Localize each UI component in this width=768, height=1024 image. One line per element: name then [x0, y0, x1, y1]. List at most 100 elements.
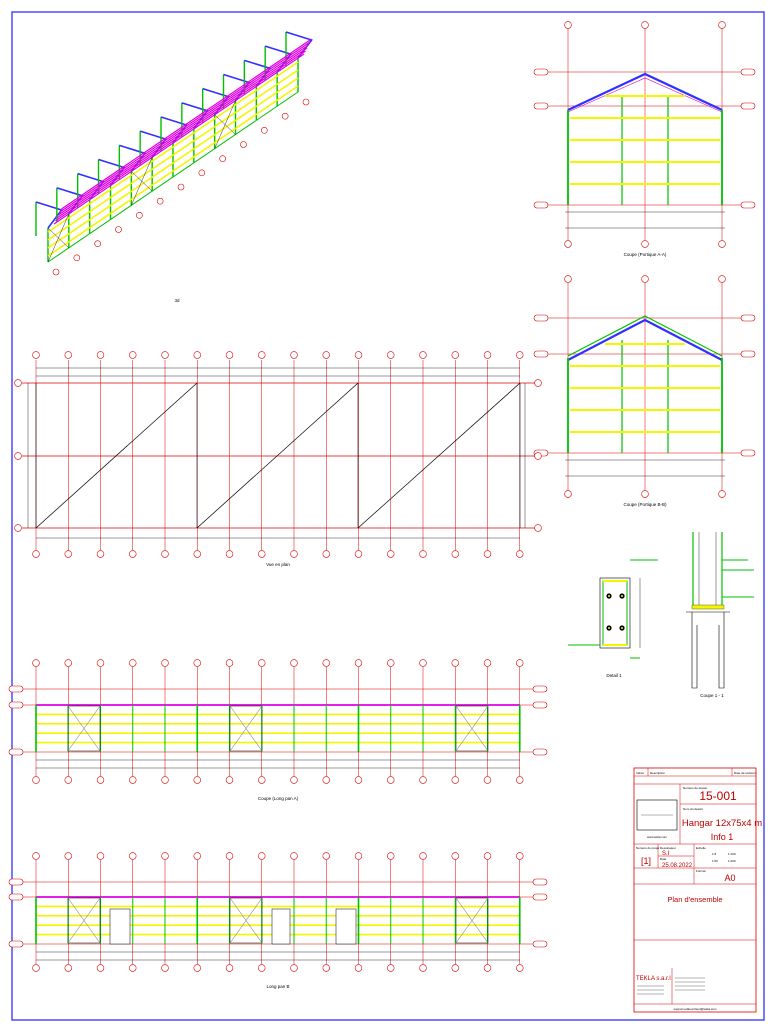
- grid-bubble: [564, 490, 572, 498]
- grid-bubble: [129, 776, 137, 784]
- tb-label-nom: Nom du dessin: [683, 807, 703, 811]
- tb-scale-4: 1:200: [728, 859, 736, 863]
- grid-bubble: [96, 550, 105, 558]
- grid-bubble: [198, 169, 206, 177]
- elev-opening: [271, 908, 291, 945]
- grid-bubble: [290, 659, 298, 667]
- iso-rafter: [139, 130, 168, 158]
- grid-bubble: [354, 351, 363, 359]
- section-a-caption: Coupe (Portique A-A): [624, 252, 667, 257]
- grid-bubble: [516, 964, 524, 972]
- grid-bubble: [419, 852, 427, 860]
- grid-bubble: [641, 21, 649, 29]
- iso-rail: [47, 61, 299, 233]
- grid-bubble: [483, 659, 492, 667]
- level-tag: [8, 878, 24, 886]
- iso-brace: [47, 213, 70, 263]
- level-tag: [532, 748, 548, 756]
- grid-bubble: [219, 155, 226, 162]
- grid-bubble: [258, 351, 266, 359]
- level-tag: [533, 201, 549, 209]
- iso-rail: [47, 77, 299, 249]
- grid-bubble: [534, 379, 542, 387]
- iso-view: 3d: [35, 31, 313, 303]
- tb-label-format: Format: [696, 869, 706, 873]
- grid-bubble: [516, 852, 524, 860]
- plan-view-caption: Vue en plan: [266, 562, 290, 567]
- level-tag: [532, 893, 548, 901]
- grid-bubble: [193, 659, 201, 667]
- grid-bubble: [419, 351, 427, 359]
- grid-bubble: [322, 659, 330, 667]
- grid-bubble: [258, 964, 266, 972]
- grid-bubble: [225, 550, 234, 558]
- tb-col-description: Description: [650, 771, 665, 775]
- grid-bubble: [718, 240, 726, 248]
- tb-date: 25.08.2022: [662, 863, 693, 869]
- iso-purlin: [59, 41, 311, 213]
- tb-format: A0: [724, 873, 735, 883]
- level-tag: [740, 314, 756, 322]
- level-tag: [8, 701, 24, 709]
- grid-bubble: [225, 964, 234, 972]
- grid-bubble: [240, 141, 247, 148]
- grid-bubble: [32, 550, 40, 558]
- grid-bubble: [193, 852, 201, 860]
- grid-bubble: [564, 275, 572, 283]
- grid-bubble: [258, 550, 266, 558]
- iso-rafter: [56, 187, 84, 215]
- grid-bubble: [564, 21, 572, 29]
- elevation-b-view: Long pan B: [8, 852, 548, 989]
- detail-2-caption: Coupe 1 - 1: [700, 693, 724, 698]
- grid-bubble: [136, 212, 143, 219]
- grid-bubble: [290, 351, 298, 359]
- grid-bubble: [258, 776, 266, 784]
- level-tag: [532, 940, 548, 948]
- grid-bubble: [129, 659, 137, 667]
- tb-label-project: Numéro du projet: [636, 846, 659, 850]
- tb-company: TEKLA s.a.r.l: [636, 976, 671, 982]
- iso-rafter: [35, 201, 63, 229]
- section-b-caption: Coupe (Portique B-B): [623, 502, 667, 507]
- iso-view-caption: 3d: [174, 298, 180, 303]
- grid-bubble: [32, 776, 40, 784]
- detail-1-view: Detail 1: [568, 559, 658, 678]
- grid-bubble: [516, 776, 524, 784]
- grid-bubble: [32, 659, 40, 667]
- grid-bubble: [52, 268, 60, 276]
- elevation-b-caption: Long pan B: [266, 984, 289, 989]
- level-tag: [533, 314, 549, 322]
- elev-bay: [229, 897, 263, 944]
- grid-bubble: [419, 550, 427, 558]
- grid-bubble: [451, 659, 459, 667]
- grid-bubble: [96, 351, 105, 359]
- grid-bubble: [32, 964, 40, 972]
- grid-bubble: [258, 852, 266, 860]
- grid-bubble: [483, 964, 492, 972]
- iso-rafter: [223, 73, 251, 101]
- grid-bubble: [64, 852, 72, 860]
- level-tag: [532, 878, 548, 886]
- grid-bubble: [387, 351, 395, 359]
- grid-bubble: [483, 351, 492, 359]
- elev-brace: [455, 705, 489, 752]
- grid-bubble: [387, 964, 395, 972]
- grid-bubble: [451, 852, 459, 860]
- grid-bubble: [516, 550, 524, 558]
- tb-website: www.tekla.com: [647, 835, 668, 839]
- grid-bubble: [290, 550, 298, 558]
- grid-bubble: [96, 852, 105, 860]
- grid-bubble: [534, 524, 542, 532]
- grid-bubble: [64, 964, 72, 972]
- grid-bubble: [354, 852, 363, 860]
- grid-bubble: [354, 776, 363, 784]
- iso-rafter: [119, 144, 147, 172]
- grid-bubble: [193, 776, 201, 784]
- tb-email: support-editeurclient@tekla.com: [673, 1007, 717, 1011]
- grid-bubble: [161, 776, 169, 784]
- grid-bubble: [193, 550, 201, 558]
- tb-col-date: Date de révision: [734, 771, 756, 775]
- elev-bay: [455, 705, 489, 752]
- level-tag: [532, 685, 548, 693]
- grid-bubble: [641, 240, 649, 248]
